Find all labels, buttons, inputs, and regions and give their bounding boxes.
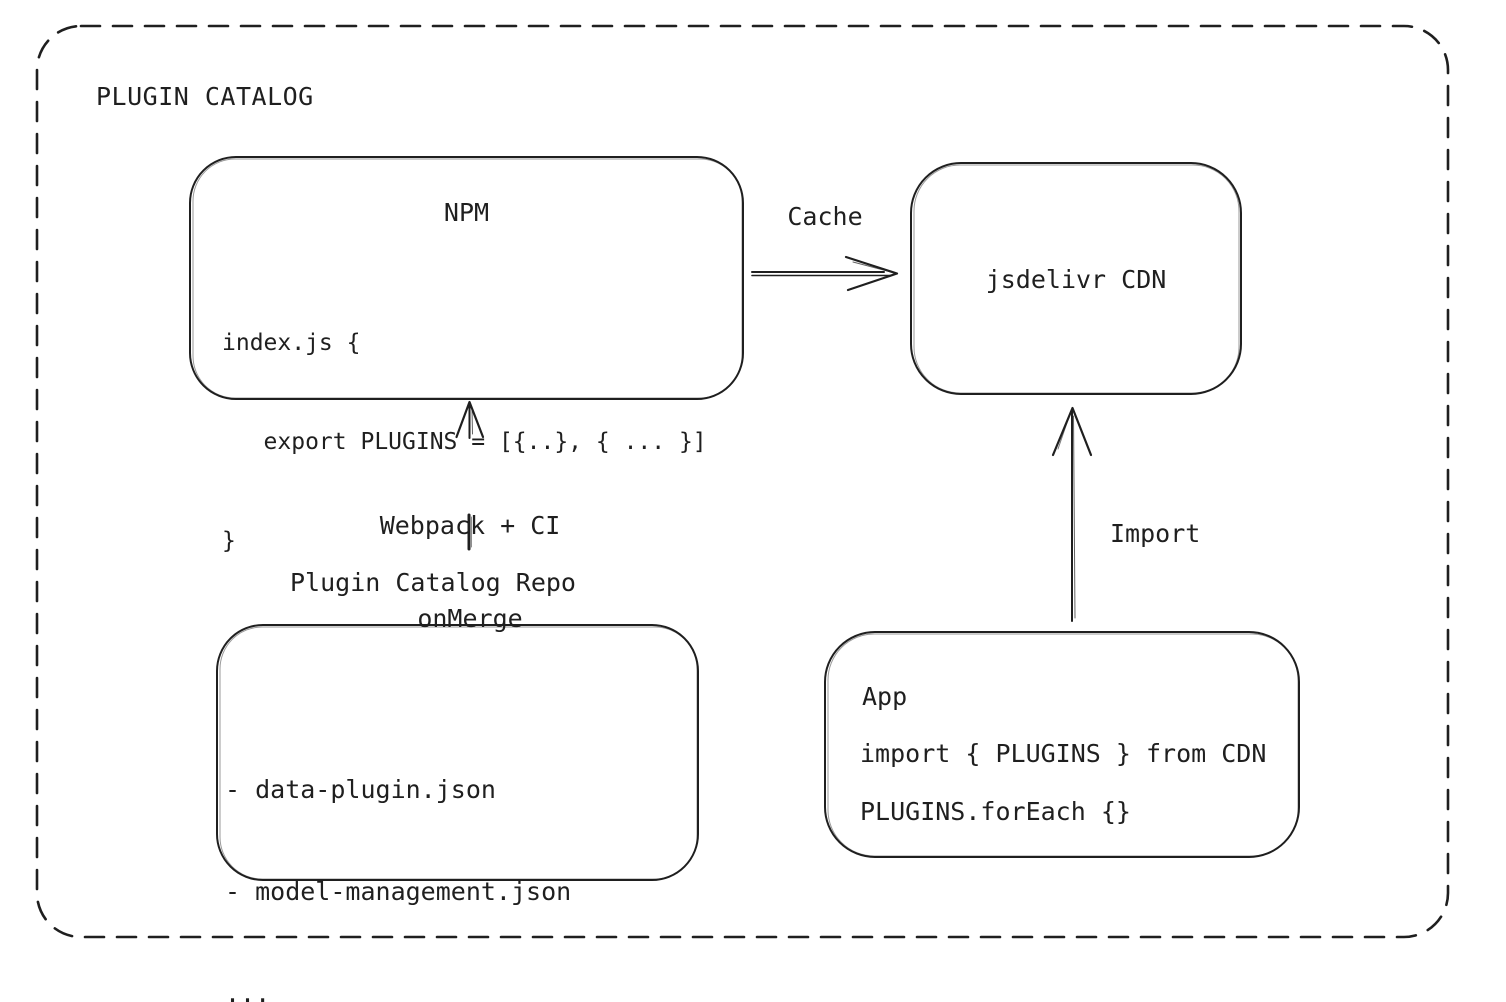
- repo-file-item: ...: [225, 979, 271, 1002]
- repo-box-title: Plugin Catalog Repo: [290, 568, 576, 597]
- cdn-box: [910, 162, 1242, 395]
- app-box: [824, 631, 1300, 858]
- cache-arrow-label: Cache: [787, 202, 863, 231]
- npm-code-line: export PLUGINS = [{..}, { ... }]: [222, 429, 707, 455]
- build-arrow: [455, 400, 485, 551]
- npm-box-title: NPM: [443, 198, 490, 227]
- npm-box: [189, 156, 744, 400]
- repo-file-item: - model-management.json: [225, 877, 572, 906]
- repo-file-list: - data-plugin.json - model-management.js…: [225, 705, 571, 1002]
- build-arrow-label: Webpack + CI onMerge: [330, 448, 610, 696]
- npm-code-line: index.js {: [222, 330, 361, 356]
- app-code-line: PLUGINS.forEach {}: [860, 797, 1131, 826]
- build-arrow-label-line: onMerge: [417, 604, 523, 633]
- diagram-title: PLUGIN CATALOG: [96, 82, 314, 111]
- cache-arrow: [751, 255, 899, 292]
- repo-box: [216, 624, 699, 881]
- app-code-line: import { PLUGINS } from CDN: [860, 739, 1267, 768]
- repo-file-item: - data-plugin.json: [225, 775, 496, 804]
- npm-code-block: index.js { export PLUGINS = [{..}, { ...…: [222, 261, 707, 624]
- app-box-title: App: [862, 682, 908, 711]
- catalog-boundary: [35, 24, 1450, 939]
- npm-code-line: }: [222, 528, 236, 554]
- build-arrow-label-line: Webpack + CI: [379, 511, 561, 540]
- import-arrow: [1051, 406, 1093, 622]
- import-arrow-label: Import: [1110, 519, 1201, 548]
- cdn-box-title: jsdelivr CDN: [985, 265, 1167, 294]
